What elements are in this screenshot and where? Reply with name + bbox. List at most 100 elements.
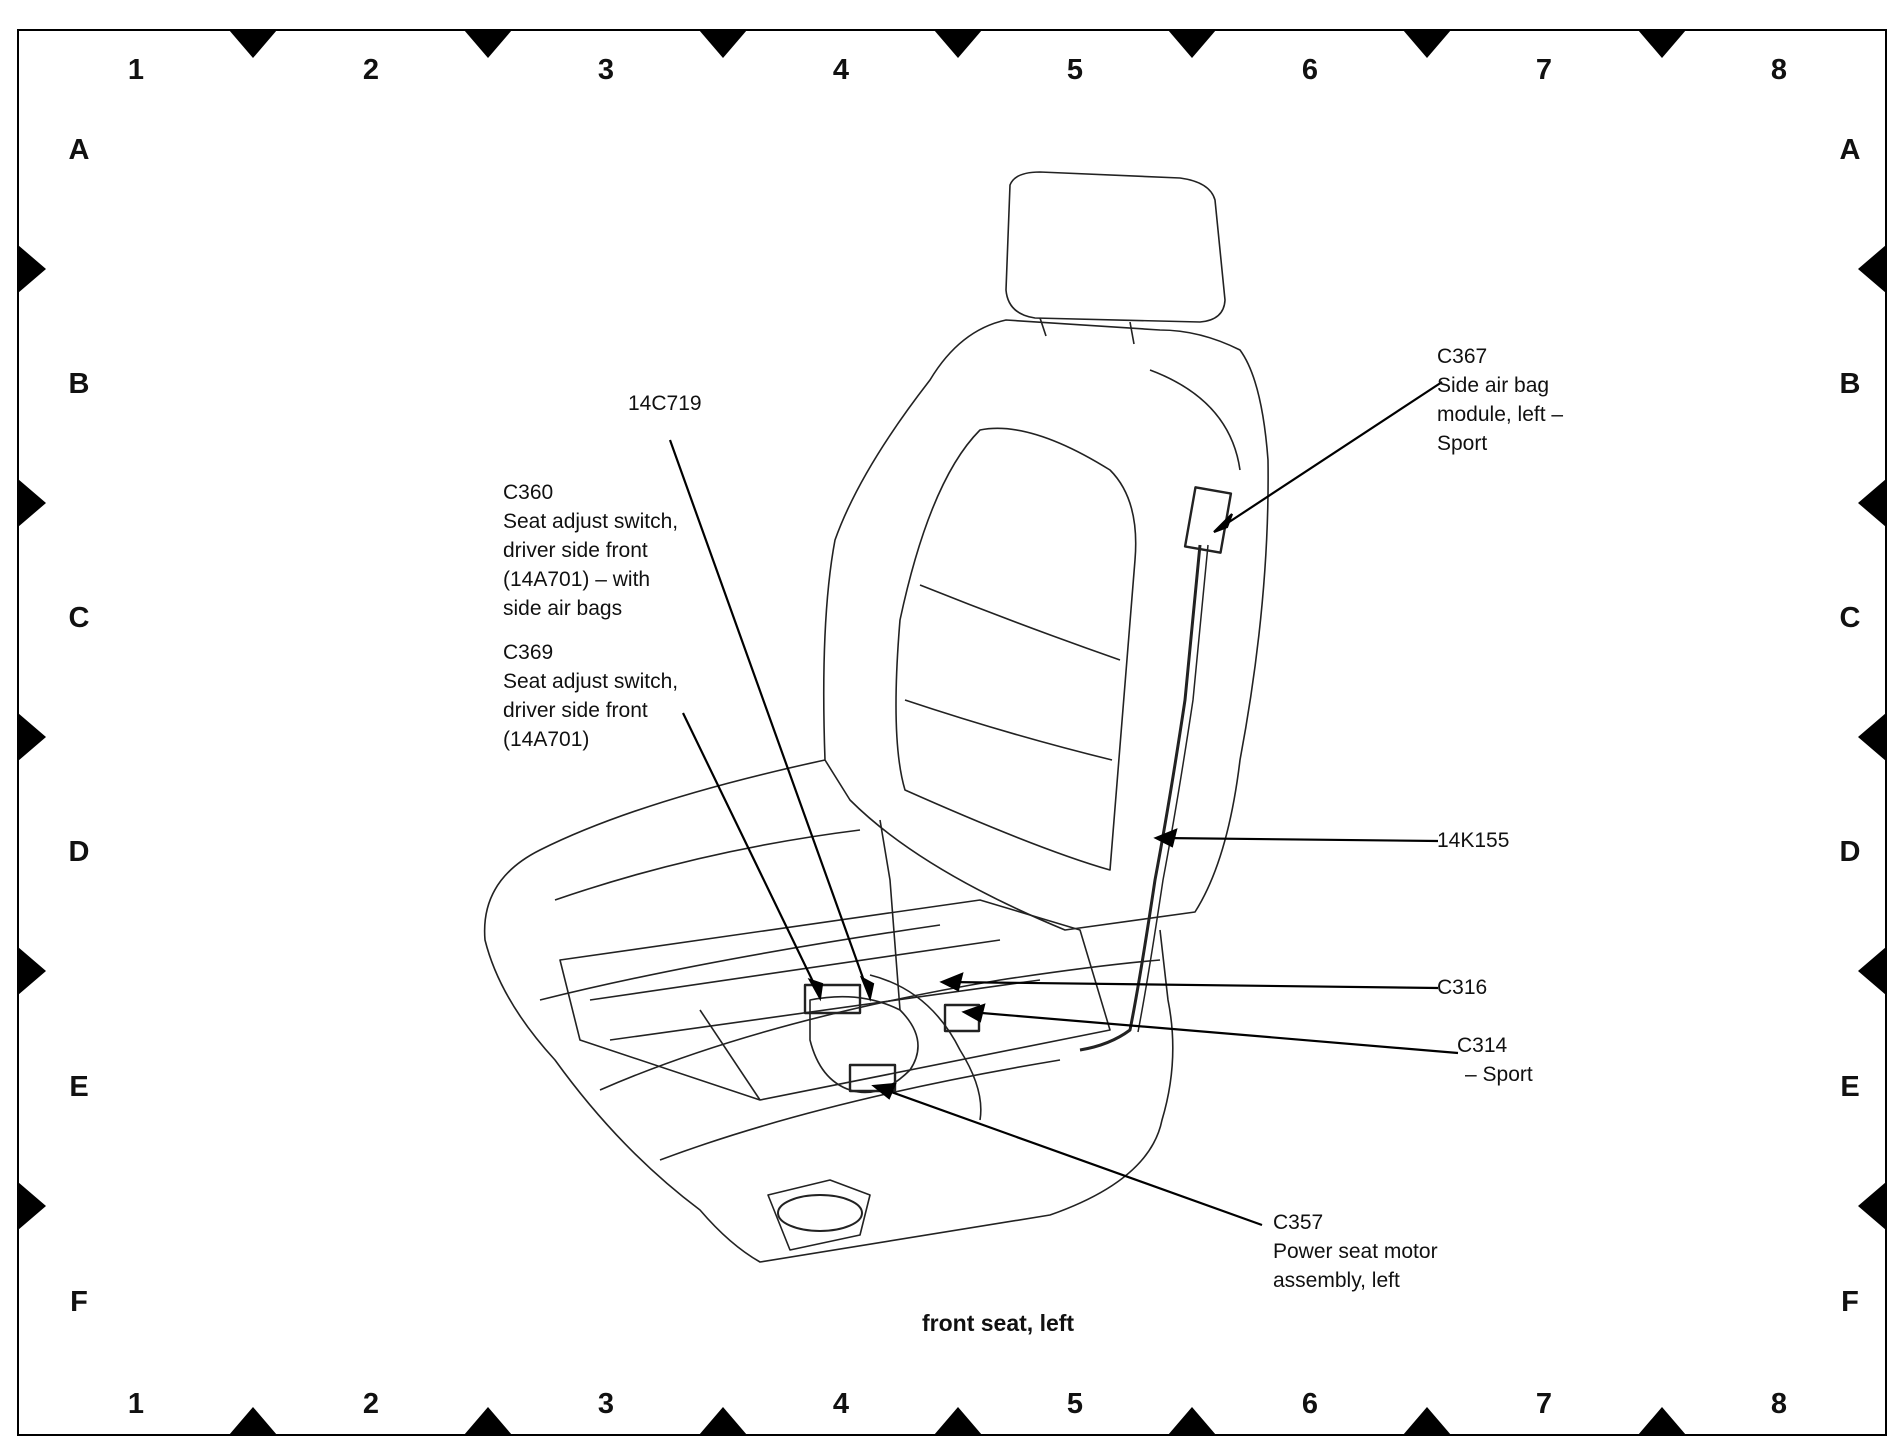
c367-line-2: module, left –	[1437, 403, 1564, 426]
c360-code: C360	[503, 481, 554, 504]
label-c369: C369 Seat adjust switch, driver side fro…	[503, 638, 678, 754]
grid-column-top-1: 1	[127, 54, 145, 86]
left-marker-1	[18, 245, 46, 293]
right-marker-4	[1858, 947, 1886, 995]
leader-c369	[682, 712, 819, 993]
border	[17, 29, 1887, 1436]
top-marker-7	[1638, 30, 1686, 58]
c369-connector	[803, 983, 862, 1015]
c369-line-3: (14A701)	[503, 728, 590, 751]
c314-line-1: – Sport	[1465, 1063, 1533, 1086]
bottom-marker-2	[464, 1407, 512, 1435]
c360-line-1: Seat adjust switch,	[503, 510, 679, 533]
c360-line-3: (14A701) – with	[503, 568, 651, 591]
c357-code: C357	[1273, 1211, 1324, 1234]
grid-column-top-3: 3	[597, 54, 615, 86]
seat-illustration	[483, 171, 1269, 1263]
grid-column-bottom-1: 1	[127, 1388, 145, 1420]
14k155-code: 14K155	[1437, 829, 1510, 852]
grid-column-bottom-3: 3	[597, 1388, 615, 1420]
c357-line-1: Power seat motor	[1273, 1240, 1438, 1263]
leader-14c719	[668, 439, 870, 993]
grid-row-left-E: E	[69, 1071, 89, 1103]
c360-line-2: driver side front	[503, 539, 648, 562]
leader-c316	[947, 980, 1439, 990]
grid-column-bottom-5: 5	[1066, 1388, 1084, 1420]
top-marker-5	[1168, 30, 1216, 58]
bottom-marker-6	[1403, 1407, 1451, 1435]
wiring-harness	[1079, 544, 1202, 1052]
left-marker-5	[18, 1182, 46, 1230]
grid-row-right-E: E	[1840, 1071, 1860, 1103]
top-marker-2	[464, 30, 512, 58]
label-c314: C314 – Sport	[1457, 1031, 1533, 1089]
c369-code: C369	[503, 641, 554, 664]
c369-line-2: driver side front	[503, 699, 648, 722]
c367-line-3: Sport	[1437, 432, 1488, 455]
leader-c314	[969, 1010, 1459, 1055]
top-marker-1	[229, 30, 277, 58]
label-c357: C357 Power seat motor assembly, left	[1273, 1208, 1438, 1295]
backrest	[822, 319, 1269, 931]
grid-row-right-B: B	[1839, 368, 1861, 400]
c369-line-1: Seat adjust switch,	[503, 670, 679, 693]
grid-row-left-C: C	[68, 602, 90, 634]
c357-line-2: assembly, left	[1273, 1269, 1400, 1292]
grid-column-top-6: 6	[1301, 54, 1319, 86]
grid-row-right-F: F	[1841, 1286, 1859, 1318]
c367-code: C367	[1437, 345, 1488, 368]
label-14k155: 14K155	[1437, 826, 1509, 855]
leader-c357	[879, 1086, 1263, 1227]
grid-column-bottom-7: 7	[1535, 1388, 1553, 1420]
seat-switch	[777, 1194, 863, 1232]
left-marker-2	[18, 479, 46, 527]
c360-line-4: side air bags	[503, 597, 623, 620]
bottom-marker-7	[1638, 1407, 1686, 1435]
grid-column-top-2: 2	[362, 54, 380, 86]
grid-row-right-D: D	[1839, 836, 1861, 868]
c367-line-1: Side air bag	[1437, 374, 1550, 397]
grid-column-bottom-4: 4	[832, 1388, 850, 1420]
label-c316: C316	[1437, 973, 1487, 1002]
grid-markers	[18, 30, 1886, 1435]
leader-c367	[1219, 381, 1443, 529]
grid-row-right-A: A	[1839, 134, 1861, 166]
right-marker-5	[1858, 1182, 1886, 1230]
grid-column-bottom-2: 2	[362, 1388, 380, 1420]
top-marker-4	[934, 30, 982, 58]
top-marker-6	[1403, 30, 1451, 58]
grid-column-top-4: 4	[832, 54, 850, 86]
grid-column-top-5: 5	[1066, 54, 1084, 86]
grid-row-left-F: F	[70, 1286, 88, 1318]
right-marker-3	[1858, 713, 1886, 761]
top-marker-3	[699, 30, 747, 58]
label-14c719: 14C719	[628, 389, 702, 418]
c367-connector	[1183, 486, 1233, 554]
c316-code: C316	[1437, 976, 1488, 999]
label-c367: C367 Side air bag module, left – Sport	[1437, 342, 1563, 458]
right-marker-2	[1858, 479, 1886, 527]
bottom-marker-5	[1168, 1407, 1216, 1435]
right-marker-1	[1858, 245, 1886, 293]
grid-row-left-D: D	[68, 836, 90, 868]
seat-frame	[559, 899, 1111, 1101]
bottom-marker-1	[229, 1407, 277, 1435]
grid-row-left-B: B	[68, 368, 90, 400]
bottom-marker-4	[934, 1407, 982, 1435]
leader-lines	[668, 381, 1459, 1227]
leader-14k155	[1161, 836, 1439, 843]
grid-column-top-8: 8	[1770, 54, 1788, 86]
left-marker-3	[18, 713, 46, 761]
bottom-marker-3	[699, 1407, 747, 1435]
left-marker-4	[18, 947, 46, 995]
c357-connector	[848, 1063, 897, 1093]
grid-column-top-7: 7	[1535, 54, 1553, 86]
grid-row-left-A: A	[68, 134, 90, 166]
c314-code: C314	[1457, 1034, 1508, 1057]
grid-column-bottom-8: 8	[1770, 1388, 1788, 1420]
diagram-caption: front seat, left	[922, 1310, 1075, 1336]
grid-row-right-C: C	[1839, 602, 1861, 634]
14c719-code: 14C719	[628, 392, 702, 415]
seat-cushion	[483, 759, 1174, 1263]
